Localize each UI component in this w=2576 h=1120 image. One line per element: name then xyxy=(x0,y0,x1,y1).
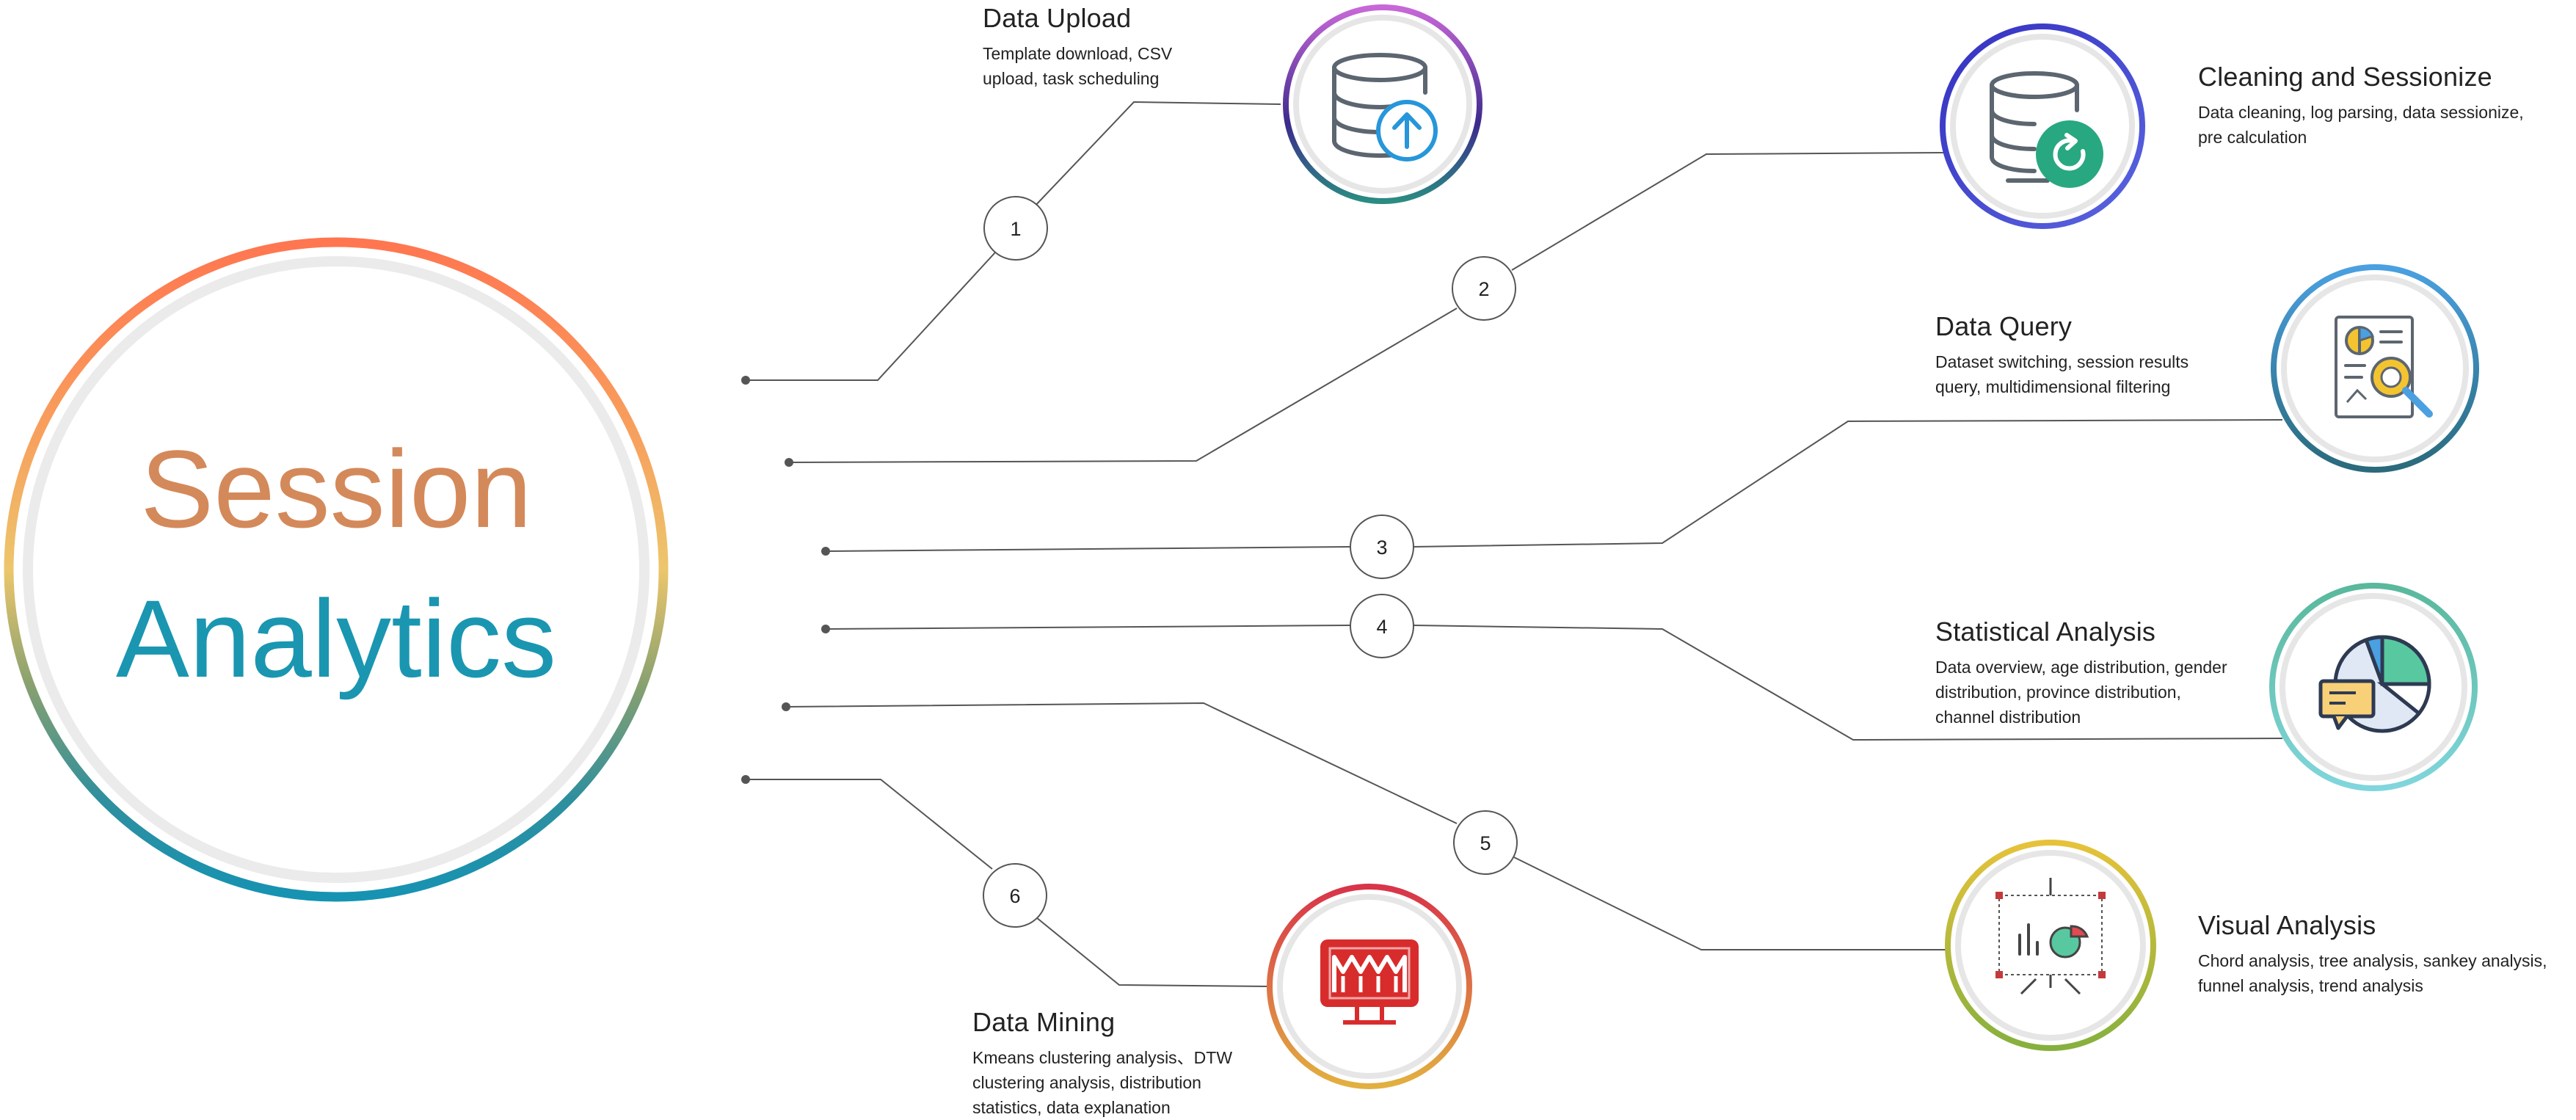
badge-2-number: 2 xyxy=(1478,278,1489,300)
step-3-icon-circle xyxy=(2271,264,2479,473)
connector-dot-6 xyxy=(741,775,750,784)
connector-5-tail xyxy=(1513,857,1949,950)
connector-5 xyxy=(785,702,1458,824)
connector-6-tail xyxy=(1036,917,1270,987)
step-5-title: Visual Analysis xyxy=(2198,910,2376,940)
step-1-icon-circle xyxy=(1283,4,1482,204)
hub-inner-ring xyxy=(23,256,650,883)
connector-dot-3 xyxy=(821,547,830,556)
step-4-desc-line-2: distribution, province distribution, xyxy=(1935,683,2181,702)
document-search-icon xyxy=(2335,316,2433,418)
hub-title-line1: Session xyxy=(140,427,532,550)
connector-dot-5 xyxy=(782,702,790,711)
badge-6-number: 6 xyxy=(1009,885,1020,907)
step-1-label: Data Upload Template download, CSV uploa… xyxy=(983,3,1172,91)
step-4-desc-line-3: channel distribution xyxy=(1935,708,2081,727)
pie-chart-comment-icon xyxy=(2318,635,2431,733)
step-1-title: Data Upload xyxy=(983,3,1132,33)
connector-6 xyxy=(746,779,993,870)
step-2-icon-circle xyxy=(1940,23,2145,229)
badge-3: 3 xyxy=(1350,514,1414,579)
connector-dots xyxy=(741,376,830,784)
step-6-desc-line-1: Kmeans clustering analysis、DTW xyxy=(972,1048,1233,1067)
badge-5: 5 xyxy=(1453,810,1518,875)
monitor-chart-icon xyxy=(1320,939,1419,1025)
step-2-title: Cleaning and Sessionize xyxy=(2198,62,2492,92)
database-upload-icon xyxy=(1332,53,1438,161)
step-6-label: Data Mining Kmeans clustering analysis、D… xyxy=(972,1007,1232,1120)
connector-4 xyxy=(825,625,1351,630)
database-refresh-icon xyxy=(1990,71,2103,188)
connector-dot-4 xyxy=(821,625,830,633)
step-4-desc-line-1: Data overview, age distribution, gender xyxy=(1935,658,2227,677)
step-4-label: Statistical Analysis Data overview, age … xyxy=(1935,617,2227,730)
connector-3 xyxy=(825,546,1351,552)
step-5-label: Visual Analysis Chord analysis, tree ana… xyxy=(2198,910,2547,998)
hub: Session Analytics xyxy=(4,237,669,902)
connector-2-tail xyxy=(1511,152,1946,271)
hub-title-line2: Analytics xyxy=(116,577,556,700)
connector-dot-1 xyxy=(741,376,750,385)
step-6-icon-circle xyxy=(1267,884,1472,1089)
badge-1-number: 1 xyxy=(1010,218,1021,240)
connector-1-tail xyxy=(1032,101,1281,209)
badge-3-number: 3 xyxy=(1376,537,1387,559)
step-4-title: Statistical Analysis xyxy=(1935,617,2156,647)
connector-4-tail xyxy=(1413,625,2283,741)
step-3-desc-line-2: query, multidimensional filtering xyxy=(1935,377,2171,396)
connector-2 xyxy=(788,308,1458,463)
step-5-desc-line-1: Chord analysis, tree analysis, sankey an… xyxy=(2198,951,2547,970)
step-3-title: Data Query xyxy=(1935,311,2073,341)
step-5-desc-line-2: funnel analysis, trend analysis xyxy=(2198,976,2423,995)
badge-1: 1 xyxy=(983,196,1048,261)
step-6-title: Data Mining xyxy=(972,1007,1116,1037)
step-5-icon-circle xyxy=(1945,840,2156,1051)
step-3-label: Data Query Dataset switching, session re… xyxy=(1935,311,2188,399)
presentation-chart-icon xyxy=(1995,878,2106,995)
connector-3-tail xyxy=(1413,419,2283,548)
badge-5-number: 5 xyxy=(1480,832,1491,854)
connector-dot-2 xyxy=(785,458,793,467)
step-1-desc-line-1: Template download, CSV xyxy=(983,44,1173,63)
step-1-desc-line-2: upload, task scheduling xyxy=(983,69,1160,88)
badge-4: 4 xyxy=(1350,594,1414,658)
step-6-desc-line-2: clustering analysis, distribution xyxy=(972,1073,1201,1092)
badge-4-number: 4 xyxy=(1376,616,1387,638)
step-2-desc-line-1: Data cleaning, log parsing, data session… xyxy=(2198,103,2524,122)
step-6-desc-line-3: statistics, data explanation xyxy=(972,1098,1171,1117)
connectors xyxy=(746,101,2283,987)
step-2-desc-line-2: pre calculation xyxy=(2198,128,2307,147)
badge-6: 6 xyxy=(983,863,1047,928)
connector-1 xyxy=(746,252,996,381)
step-2-label: Cleaning and Sessionize Data cleaning, l… xyxy=(2198,62,2524,150)
hub-outer-ring xyxy=(4,237,669,902)
badge-2: 2 xyxy=(1452,256,1516,321)
step-3-desc-line-1: Dataset switching, session results xyxy=(1935,352,2189,371)
step-4-icon-circle xyxy=(2269,583,2478,791)
